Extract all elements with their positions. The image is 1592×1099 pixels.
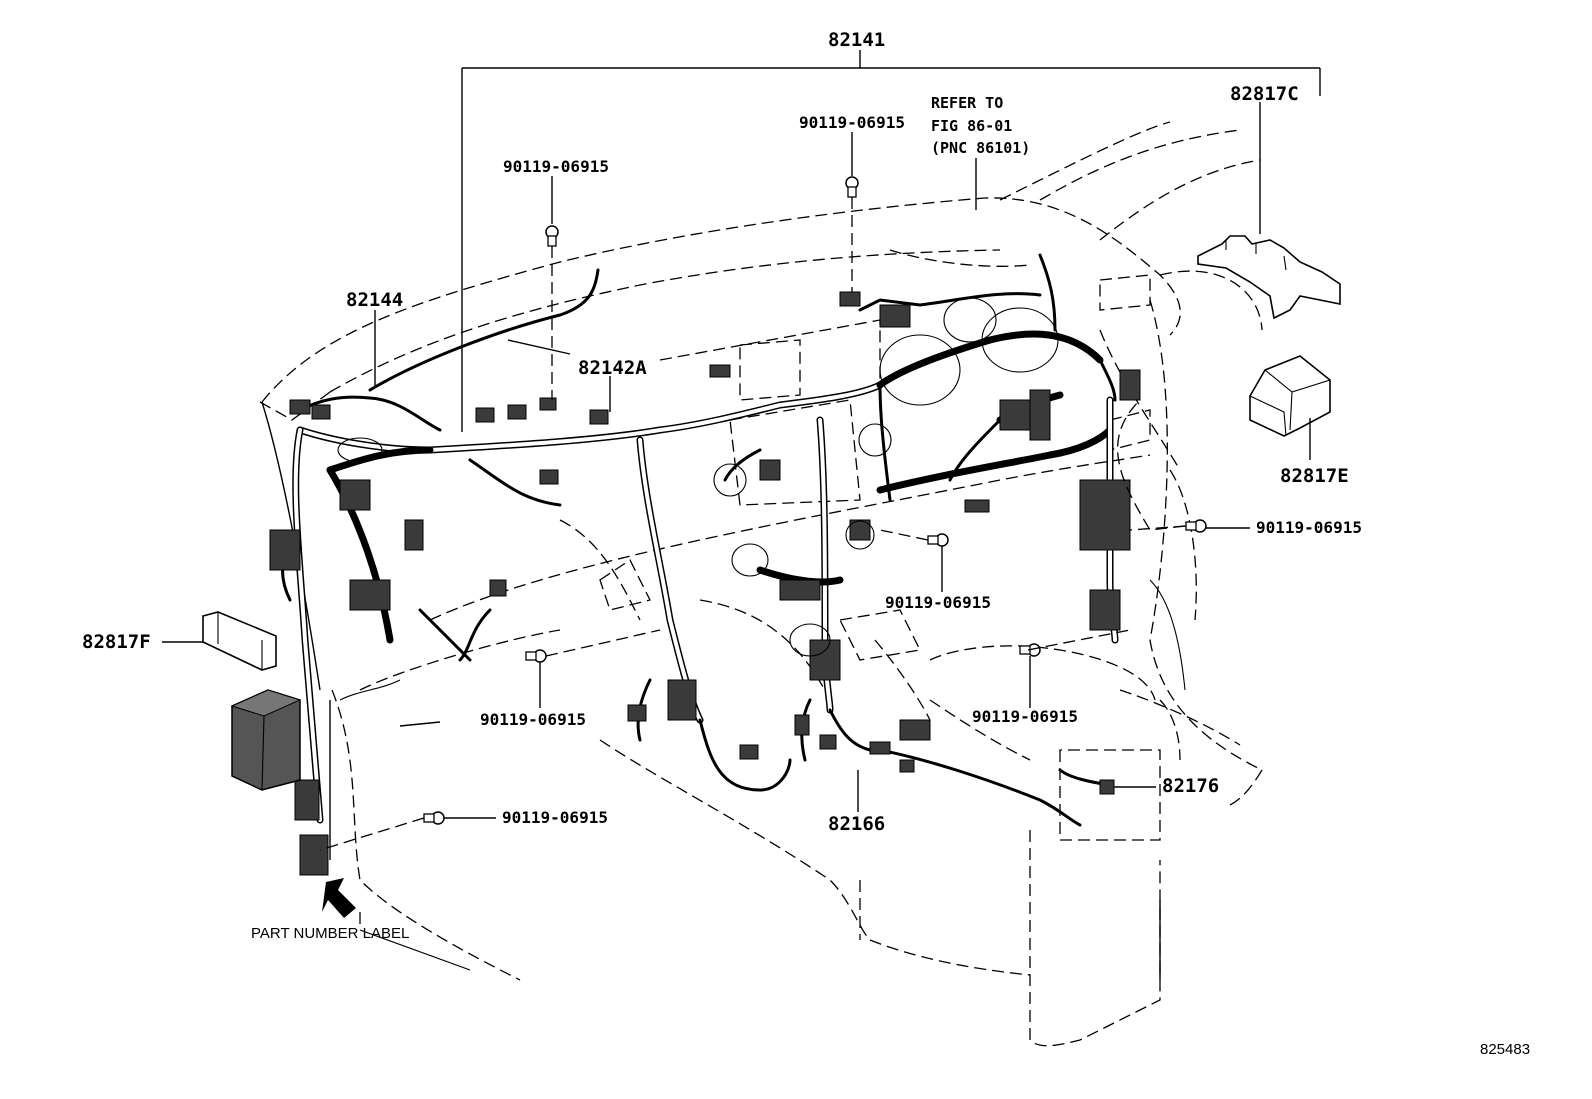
label-82817c: 82817C bbox=[1230, 83, 1299, 105]
refer-note-line-1: REFER TO bbox=[931, 94, 1003, 112]
label-bolt-upper-left: 90119-06915 bbox=[503, 157, 609, 176]
label-82166: 82166 bbox=[828, 813, 885, 835]
dashboard-outline bbox=[259, 121, 1263, 1047]
label-82817f: 82817F bbox=[82, 631, 151, 653]
bolt-icon bbox=[927, 533, 949, 547]
gauge-cluster bbox=[337, 297, 1059, 657]
label-bolt-bottom: 90119-06915 bbox=[502, 808, 608, 827]
label-bolt-upper-center: 90119-06915 bbox=[799, 113, 905, 132]
cover-82817e bbox=[1249, 355, 1331, 437]
label-82176: 82176 bbox=[1162, 775, 1219, 797]
refer-note-line-3: (PNC 86101) bbox=[931, 139, 1030, 157]
label-82144: 82144 bbox=[346, 289, 403, 311]
bolt-leaders bbox=[319, 197, 1187, 851]
bolt-icon bbox=[1185, 519, 1207, 533]
bolt-icon bbox=[423, 811, 445, 825]
dashboard-edges bbox=[261, 401, 1186, 980]
arrow-icon bbox=[322, 878, 356, 918]
label-bolt-right: 90119-06915 bbox=[1256, 518, 1362, 537]
branch-wires bbox=[281, 253, 1117, 827]
refer-note-line-2: FIG 86-01 bbox=[931, 117, 1012, 135]
label-bolt-center: 90119-06915 bbox=[885, 593, 991, 612]
part-number-label: PART NUMBER LABEL bbox=[251, 925, 409, 942]
junction-block bbox=[230, 689, 302, 791]
leader-lines bbox=[162, 50, 1321, 819]
cover-82817c bbox=[1197, 235, 1341, 320]
cover-82817f bbox=[202, 611, 277, 671]
bolt-icon bbox=[545, 225, 559, 247]
label-82142a: 82142A bbox=[578, 357, 647, 379]
main-harness bbox=[292, 330, 1119, 824]
figure-id: 825483 bbox=[1480, 1041, 1530, 1058]
bolt-icon bbox=[525, 649, 547, 663]
label-bolt-left-low: 90119-06915 bbox=[480, 710, 586, 729]
connectors bbox=[269, 291, 1141, 876]
bolt-icon bbox=[845, 176, 859, 198]
label-bolt-console: 90119-06915 bbox=[972, 707, 1078, 726]
label-82817e: 82817E bbox=[1280, 465, 1349, 487]
label-82141: 82141 bbox=[828, 29, 885, 51]
